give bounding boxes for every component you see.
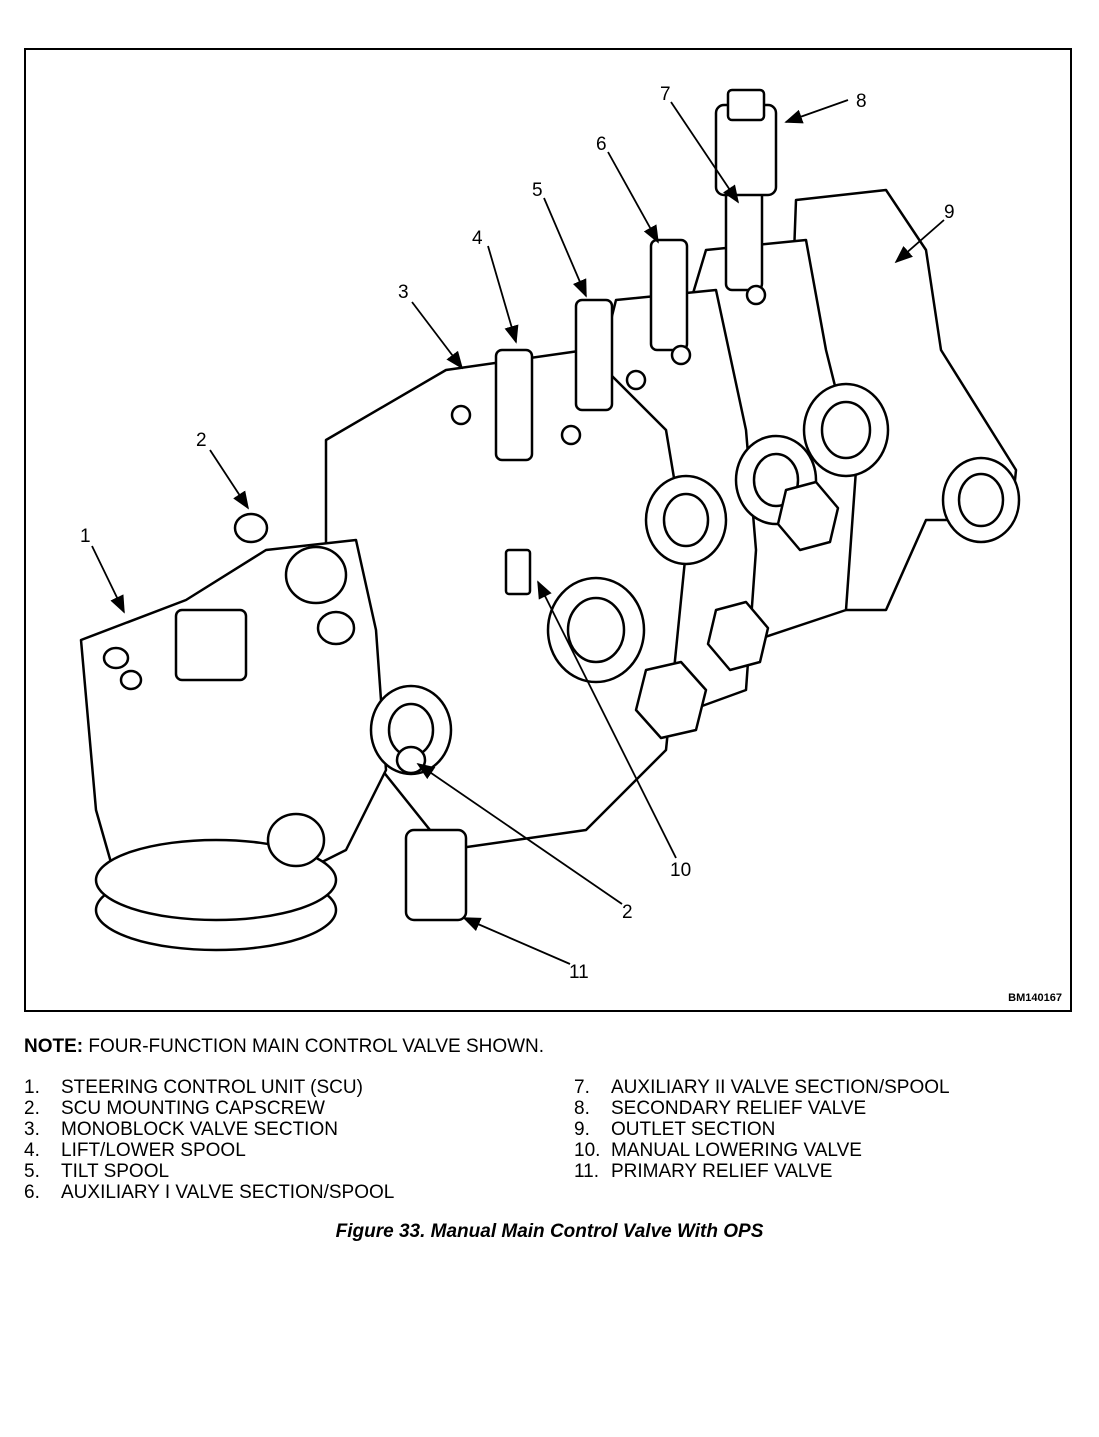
legend-text: TILT SPOOL [61,1161,170,1182]
legend-number: 2. [24,1098,40,1119]
callout-5: 5 [532,180,543,201]
legend-number: 5. [24,1161,40,1182]
legend-text: LIFT/LOWER SPOOL [61,1140,246,1161]
callout-6: 6 [596,134,607,155]
legend-item: 7. AUXILIARY II VALVE SECTION/SPOOL [574,1077,950,1098]
figure-frame: 7 8 6 9 5 4 3 2 1 10 2 11 BM140167 [24,48,1072,1012]
figure-code: BM140167 [1008,992,1062,1004]
legend-number: 3. [24,1119,40,1140]
legend-number: 11. [574,1161,600,1182]
legend-text: SECONDARY RELIEF VALVE [611,1098,867,1119]
legend-number: 8. [574,1098,590,1119]
legend-item: 6. AUXILIARY I VALVE SECTION/SPOOL [24,1182,394,1203]
legend-item: 8. SECONDARY RELIEF VALVE [574,1098,950,1119]
legend-item: 10. MANUAL LOWERING VALVE [574,1140,950,1161]
legend-item: 1. STEERING CONTROL UNIT (SCU) [24,1077,394,1098]
legend-left: 1. STEERING CONTROL UNIT (SCU) 2. SCU MOUN… [24,1077,394,1203]
legend-number: 4. [24,1140,40,1161]
callout-1: 1 [80,526,91,547]
legend-text: MANUAL LOWERING VALVE [611,1140,862,1161]
callout-3: 3 [398,282,409,303]
legend-text: OUTLET SECTION [611,1119,776,1140]
figure-caption: Figure 33. Manual Main Control Valve Wit… [335,1221,764,1242]
callout-labels: 7 8 6 9 5 4 3 2 1 10 2 11 [80,84,955,983]
callout-7: 7 [660,84,671,105]
legend-right: 7. AUXILIARY II VALVE SECTION/SPOOL 8. SEC… [574,1077,950,1182]
legend-item: 5. TILT SPOOL [24,1161,394,1182]
legend-item: 9. OUTLET SECTION [574,1119,950,1140]
note: NOTE: FOUR-FUNCTION MAIN CONTROL VALVE S… [24,1036,544,1058]
legend-number: 6. [24,1182,40,1203]
legend-text: PRIMARY RELIEF VALVE [611,1161,833,1182]
callout-10: 10 [670,860,691,881]
legend-number: 1. [24,1077,40,1098]
callout-2a: 2 [196,430,207,451]
legend-text: AUXILIARY II VALVE SECTION/SPOOL [611,1077,950,1098]
legend-item: 2. SCU MOUNTING CAPSCREW [24,1098,394,1119]
callout-2b: 2 [622,902,633,923]
legend-number: 9. [574,1119,590,1140]
legend-number: 7. [574,1077,590,1098]
legend-number: 10. [574,1140,601,1161]
legend-item: 3. MONOBLOCK VALVE SECTION [24,1119,394,1140]
legend-text: AUXILIARY I VALVE SECTION/SPOOL [61,1182,395,1203]
note-text: FOUR-FUNCTION MAIN CONTROL VALVE SHOWN. [83,1036,545,1057]
legend-text: SCU MOUNTING CAPSCREW [61,1098,325,1119]
callout-9: 9 [944,202,955,223]
legend-text: STEERING CONTROL UNIT (SCU) [61,1077,363,1098]
note-label: NOTE: [24,1036,84,1057]
valve-illustration: 7 8 6 9 5 4 3 2 1 10 2 11 [79,84,1021,983]
callout-11: 11 [569,962,589,983]
callout-4: 4 [472,228,483,249]
leader-lines [91,99,945,965]
legend-text: MONOBLOCK VALVE SECTION [61,1119,338,1140]
callout-8: 8 [856,91,867,112]
valve-body-drawing [79,88,1021,952]
legend-item: 11. PRIMARY RELIEF VALVE [574,1161,950,1182]
legend-item: 4. LIFT/LOWER SPOOL [24,1140,394,1161]
